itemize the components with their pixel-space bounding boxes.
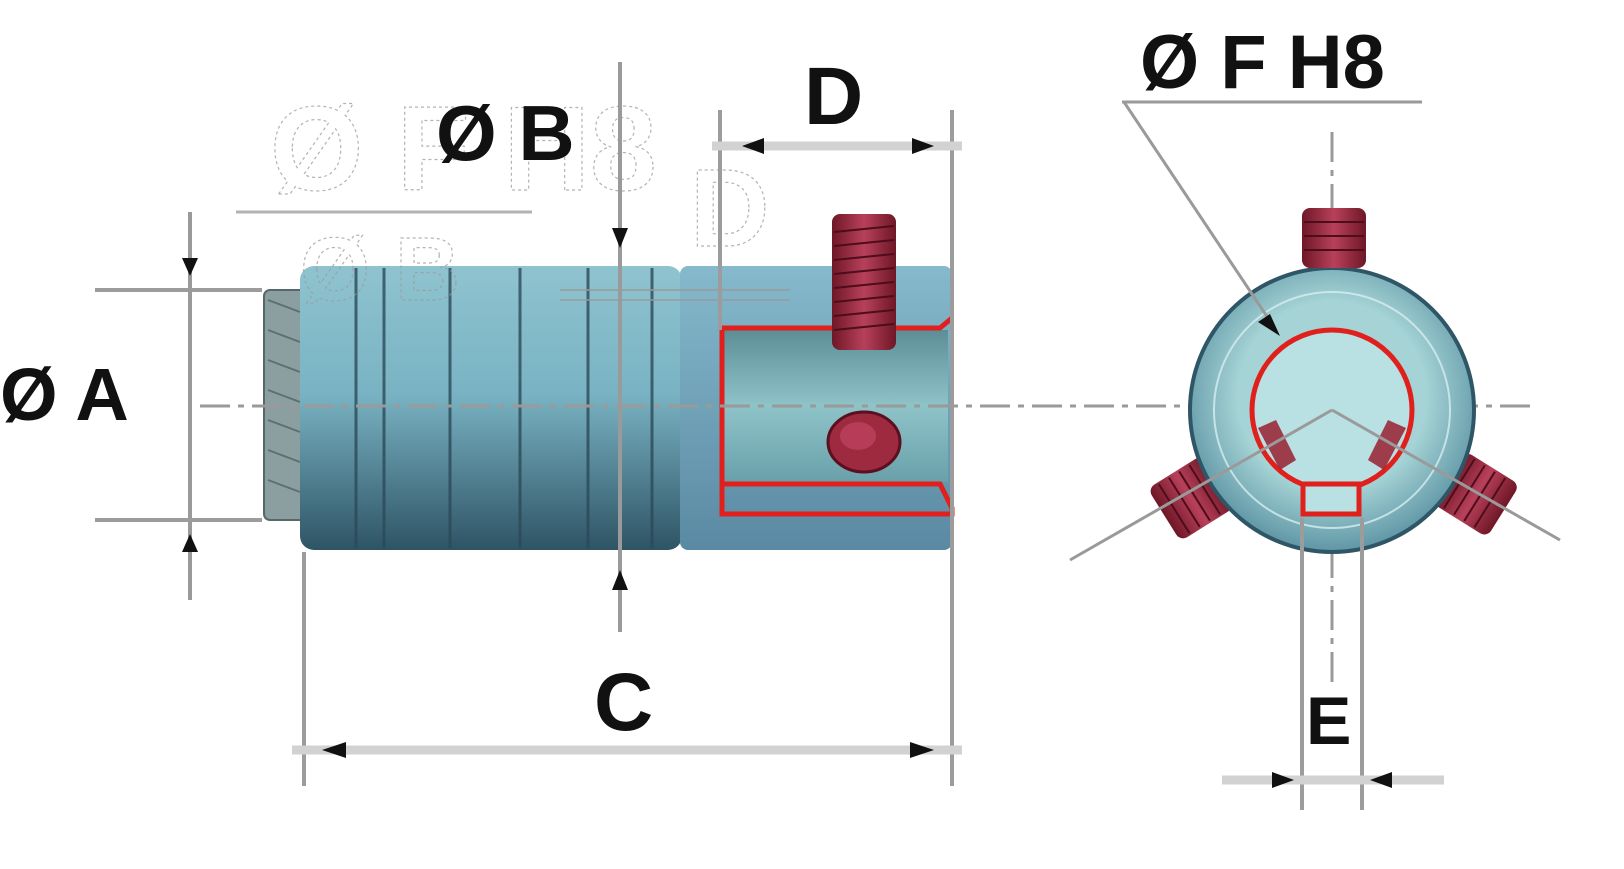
label-dia-b: Ø B — [436, 89, 575, 177]
label-e: E — [1306, 683, 1351, 759]
section-outline — [719, 316, 955, 517]
front-view — [1069, 132, 1561, 690]
svg-text:D: D — [690, 147, 769, 270]
label-dia-f: Ø F H8 — [1140, 20, 1385, 105]
label-dia-a: Ø A — [0, 353, 129, 436]
svg-text:Ø B: Ø B — [300, 220, 460, 320]
dimension-dia-f: Ø F H8 — [1122, 20, 1422, 336]
dimension-dia-a: Ø A — [0, 212, 262, 600]
label-d: D — [804, 51, 863, 142]
end-stub-thread — [267, 299, 301, 493]
svg-text:Ø F H8: Ø F H8 — [270, 82, 657, 216]
dimension-d: D — [712, 51, 962, 786]
dimension-e: E — [1222, 518, 1444, 810]
keyway-outline — [1300, 481, 1362, 517]
dimension-c: C — [292, 552, 962, 786]
body-grooves — [354, 268, 654, 548]
label-c: C — [594, 657, 653, 748]
ghost-artifacts: Ø F H8 Ø B D — [236, 81, 790, 321]
dimension-dia-b: Ø B — [436, 62, 628, 632]
side-view — [263, 214, 955, 550]
set-screw-top — [832, 214, 896, 350]
